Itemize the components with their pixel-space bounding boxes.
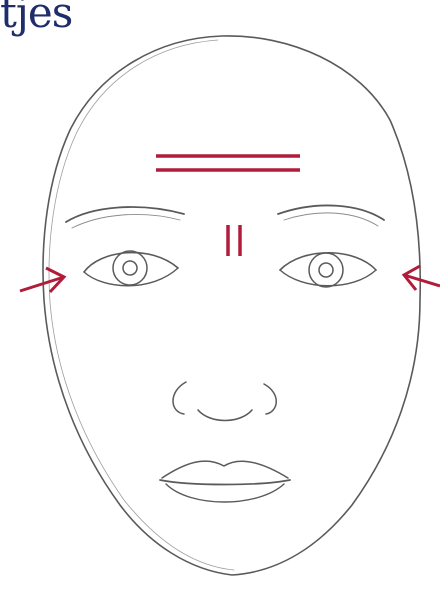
left-eye-lower-lid xyxy=(84,268,178,286)
right-eye-upper-lid xyxy=(280,253,376,270)
right-eyebrow-stroke-2 xyxy=(284,213,378,226)
right-pupil xyxy=(319,263,333,277)
right-iris xyxy=(309,253,343,287)
left-eyebrow-stroke-2 xyxy=(72,214,180,228)
upper-lip xyxy=(162,461,288,478)
left-iris xyxy=(113,251,147,285)
nose-base xyxy=(198,410,252,421)
head-outline-stroke-2 xyxy=(49,40,234,570)
left-eye-upper-lid xyxy=(84,253,178,272)
left-arrow-icon xyxy=(20,268,64,292)
right-eye-lower-lid xyxy=(280,270,376,286)
lower-lip xyxy=(166,484,284,502)
mouth-line xyxy=(160,480,290,485)
head-outline xyxy=(43,36,420,575)
nose-right-wing xyxy=(264,384,276,414)
right-arrow-icon xyxy=(404,266,440,290)
left-pupil xyxy=(123,261,137,275)
nose-left-wing xyxy=(173,382,186,414)
